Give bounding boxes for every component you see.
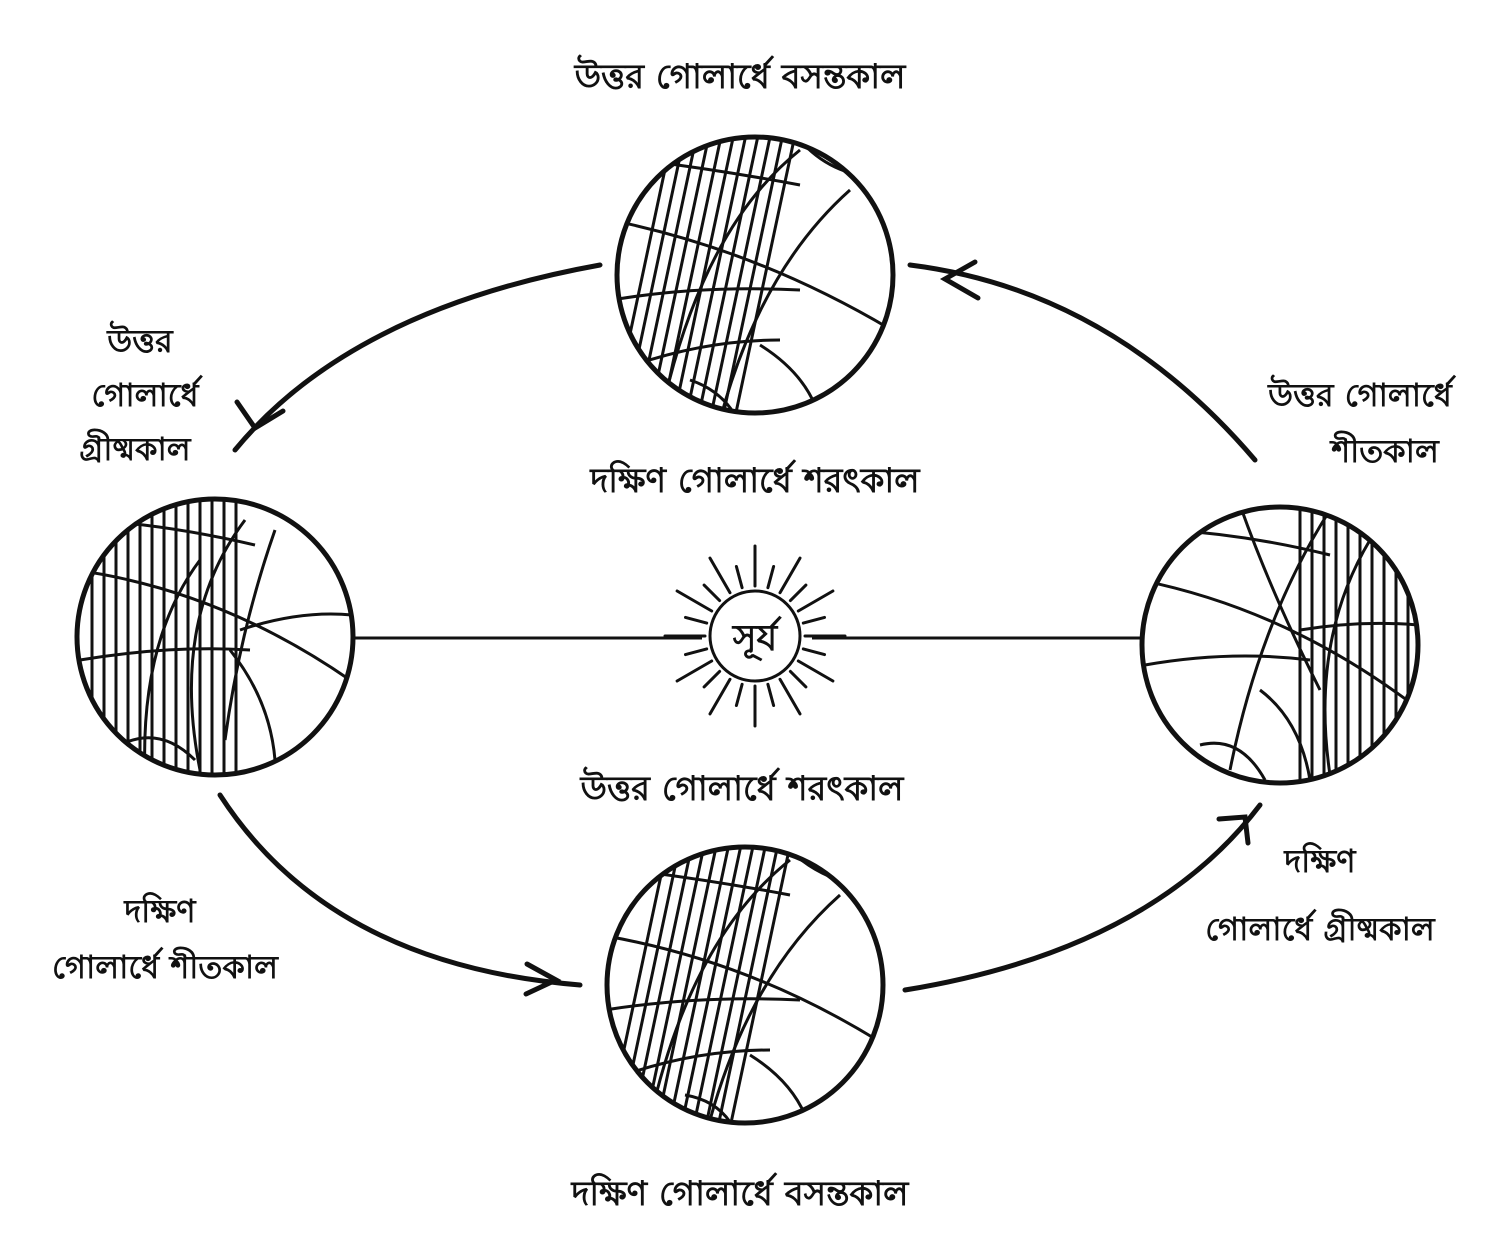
earth-right-globe (1139, 504, 1421, 786)
arrow-icon (523, 961, 562, 997)
label-center-north-autumn: উত্তর গোলার্ধে শরৎকাল (580, 766, 906, 809)
latitude-longitude-grid (1142, 507, 1418, 781)
sun-ray (796, 589, 835, 613)
earth-top-globe (614, 134, 896, 416)
sun-ray (734, 565, 744, 590)
orbit-arrowheads (234, 259, 1251, 997)
sun-ray (675, 589, 714, 613)
label-left-south-winter-2: গোলার্ধে শীতকাল (52, 946, 279, 986)
sun-label: সূর্য (731, 615, 783, 661)
orbit-path (217, 262, 1263, 993)
sun-ray (801, 647, 826, 657)
arrow-icon (234, 399, 286, 432)
sun-ray (788, 669, 808, 689)
sun-ray (778, 556, 802, 595)
sun-ray (675, 659, 714, 683)
sun-ray (766, 565, 776, 590)
label-top-north-spring: উত্তর গোলার্ধে বসন্তকাল (574, 54, 907, 97)
sun-ray (766, 682, 776, 707)
sun-ray (684, 615, 709, 625)
sun: সূর্য (663, 544, 847, 728)
sun-rays (663, 544, 847, 728)
label-right-south-summer-1: দক্ষিণ (1283, 841, 1357, 880)
sun-ray (778, 677, 802, 716)
label-right-south-summer-2: গোলার্ধে গ্রীষ্মকাল (1205, 908, 1436, 948)
sun-ray (702, 583, 722, 603)
label-left-north-summer-2: গোলার্ধে (91, 375, 203, 414)
sun-ray (801, 615, 826, 625)
sun-ray (734, 682, 744, 707)
label-left-south-winter-1: দক্ষিণ (123, 891, 197, 930)
label-bottom-south-spring: দক্ষিণ গোলার্ধে বসন্তকাল (570, 1172, 910, 1214)
sun-ray (684, 647, 709, 657)
sun-ray (796, 659, 835, 683)
sun-ray (708, 556, 732, 595)
sun-ray (708, 677, 732, 716)
sun-ray (788, 583, 808, 603)
label-top-south-autumn: দক্ষিণ গোলার্ধে শরৎকাল (589, 459, 921, 501)
earth-left-globe (74, 496, 356, 778)
sun-ray (702, 669, 722, 689)
label-right-north-winter-2: শীতকাল (1329, 430, 1440, 470)
label-right-north-winter-1: উত্তর গোলার্ধে (1267, 374, 1456, 414)
arrow-icon (1216, 814, 1251, 846)
label-left-north-summer-3: গ্রীষ্মকাল (79, 428, 191, 468)
earth-bottom-globe (604, 844, 886, 1126)
arrow-icon (939, 259, 981, 301)
label-left-north-summer-1: উত্তর (106, 320, 174, 360)
